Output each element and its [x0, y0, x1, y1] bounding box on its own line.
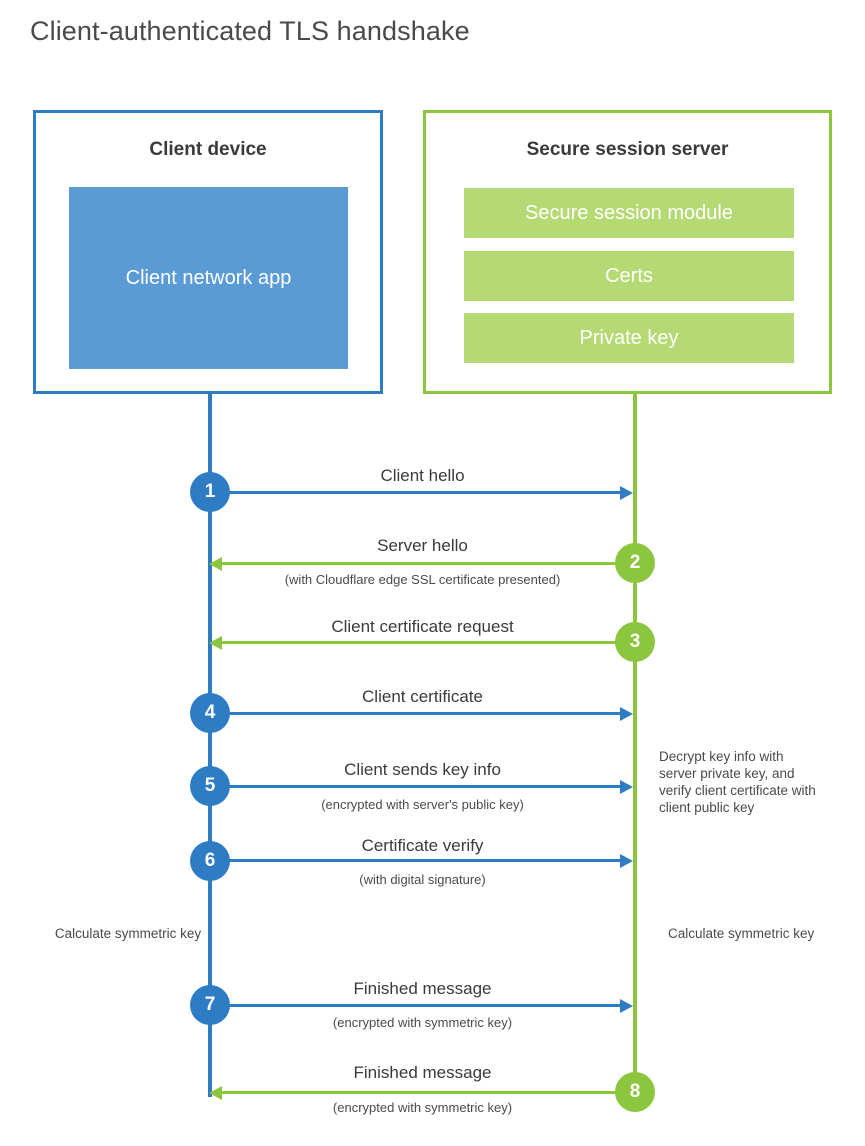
- step-7-circle: 7: [190, 985, 230, 1025]
- step-4-arrow-line: [210, 712, 622, 715]
- step-4-circle: 4: [190, 693, 230, 733]
- step-8-label: Finished message: [353, 1063, 492, 1082]
- step-7-arrow-head-icon: [620, 999, 633, 1013]
- step-2-sublabel: (with Cloudflare edge SSL certificate pr…: [284, 572, 561, 587]
- client-lifeline: [208, 394, 212, 1097]
- step-6-sublabel: (with digital signature): [359, 872, 486, 887]
- step-1-arrow-head-icon: [620, 486, 633, 500]
- step-1-arrow-line: [210, 491, 622, 494]
- secure-session-server-box: Secure session server Secure session mod…: [423, 110, 832, 394]
- step-5-arrow-head-icon: [620, 780, 633, 794]
- step-2-label: Server hello: [377, 536, 468, 555]
- step-8-circle: 8: [615, 1072, 655, 1112]
- step-2-arrow-head-icon: [209, 557, 222, 571]
- client-calculate-symmetric-key-note: Calculate symmetric key: [54, 926, 202, 941]
- step-8-sublabel: (encrypted with symmetric key): [332, 1100, 513, 1115]
- server-module-secure-session-module: Secure session module: [464, 188, 794, 238]
- client-network-app-block: Client network app: [69, 187, 348, 369]
- step-1-circle: 1: [190, 472, 230, 512]
- page-title: Client-authenticated TLS handshake: [30, 16, 470, 46]
- step-3-label: Client certificate request: [331, 617, 514, 636]
- server-decrypt-note: Decrypt key info with server private key…: [659, 749, 816, 815]
- step-4-arrow-head-icon: [620, 707, 633, 721]
- step-6-arrow-head-icon: [620, 854, 633, 868]
- client-device-title: Client device: [149, 139, 267, 160]
- step-6-circle: 6: [190, 841, 230, 881]
- client-device-box: Client device Client network app: [33, 110, 383, 394]
- step-3-circle: 3: [615, 622, 655, 662]
- server-module-private-key: Private key: [464, 313, 794, 363]
- step-1-label: Client hello: [380, 466, 465, 485]
- step-5-label: Client sends key info: [344, 760, 501, 779]
- step-5-circle: 5: [190, 766, 230, 806]
- step-3-arrow-head-icon: [209, 636, 222, 650]
- secure-session-server-title: Secure session server: [526, 139, 729, 160]
- step-4-label: Client certificate: [362, 687, 483, 706]
- server-lifeline: [633, 394, 637, 1093]
- step-6-arrow-line: [210, 859, 622, 862]
- step-3-arrow-line: [222, 641, 635, 644]
- step-8-arrow-line: [222, 1091, 635, 1094]
- step-5-sublabel: (encrypted with server's public key): [321, 797, 524, 812]
- step-2-circle: 2: [615, 543, 655, 583]
- server-module-certs: Certs: [464, 251, 794, 301]
- step-8-arrow-head-icon: [209, 1086, 222, 1100]
- step-5-arrow-line: [210, 785, 622, 788]
- step-2-arrow-line: [222, 562, 635, 565]
- step-7-label: Finished message: [353, 979, 492, 998]
- step-7-arrow-line: [210, 1004, 622, 1007]
- step-6-label: Certificate verify: [361, 836, 484, 855]
- step-7-sublabel: (encrypted with symmetric key): [332, 1015, 513, 1030]
- server-calculate-symmetric-key-note: Calculate symmetric key: [668, 926, 815, 941]
